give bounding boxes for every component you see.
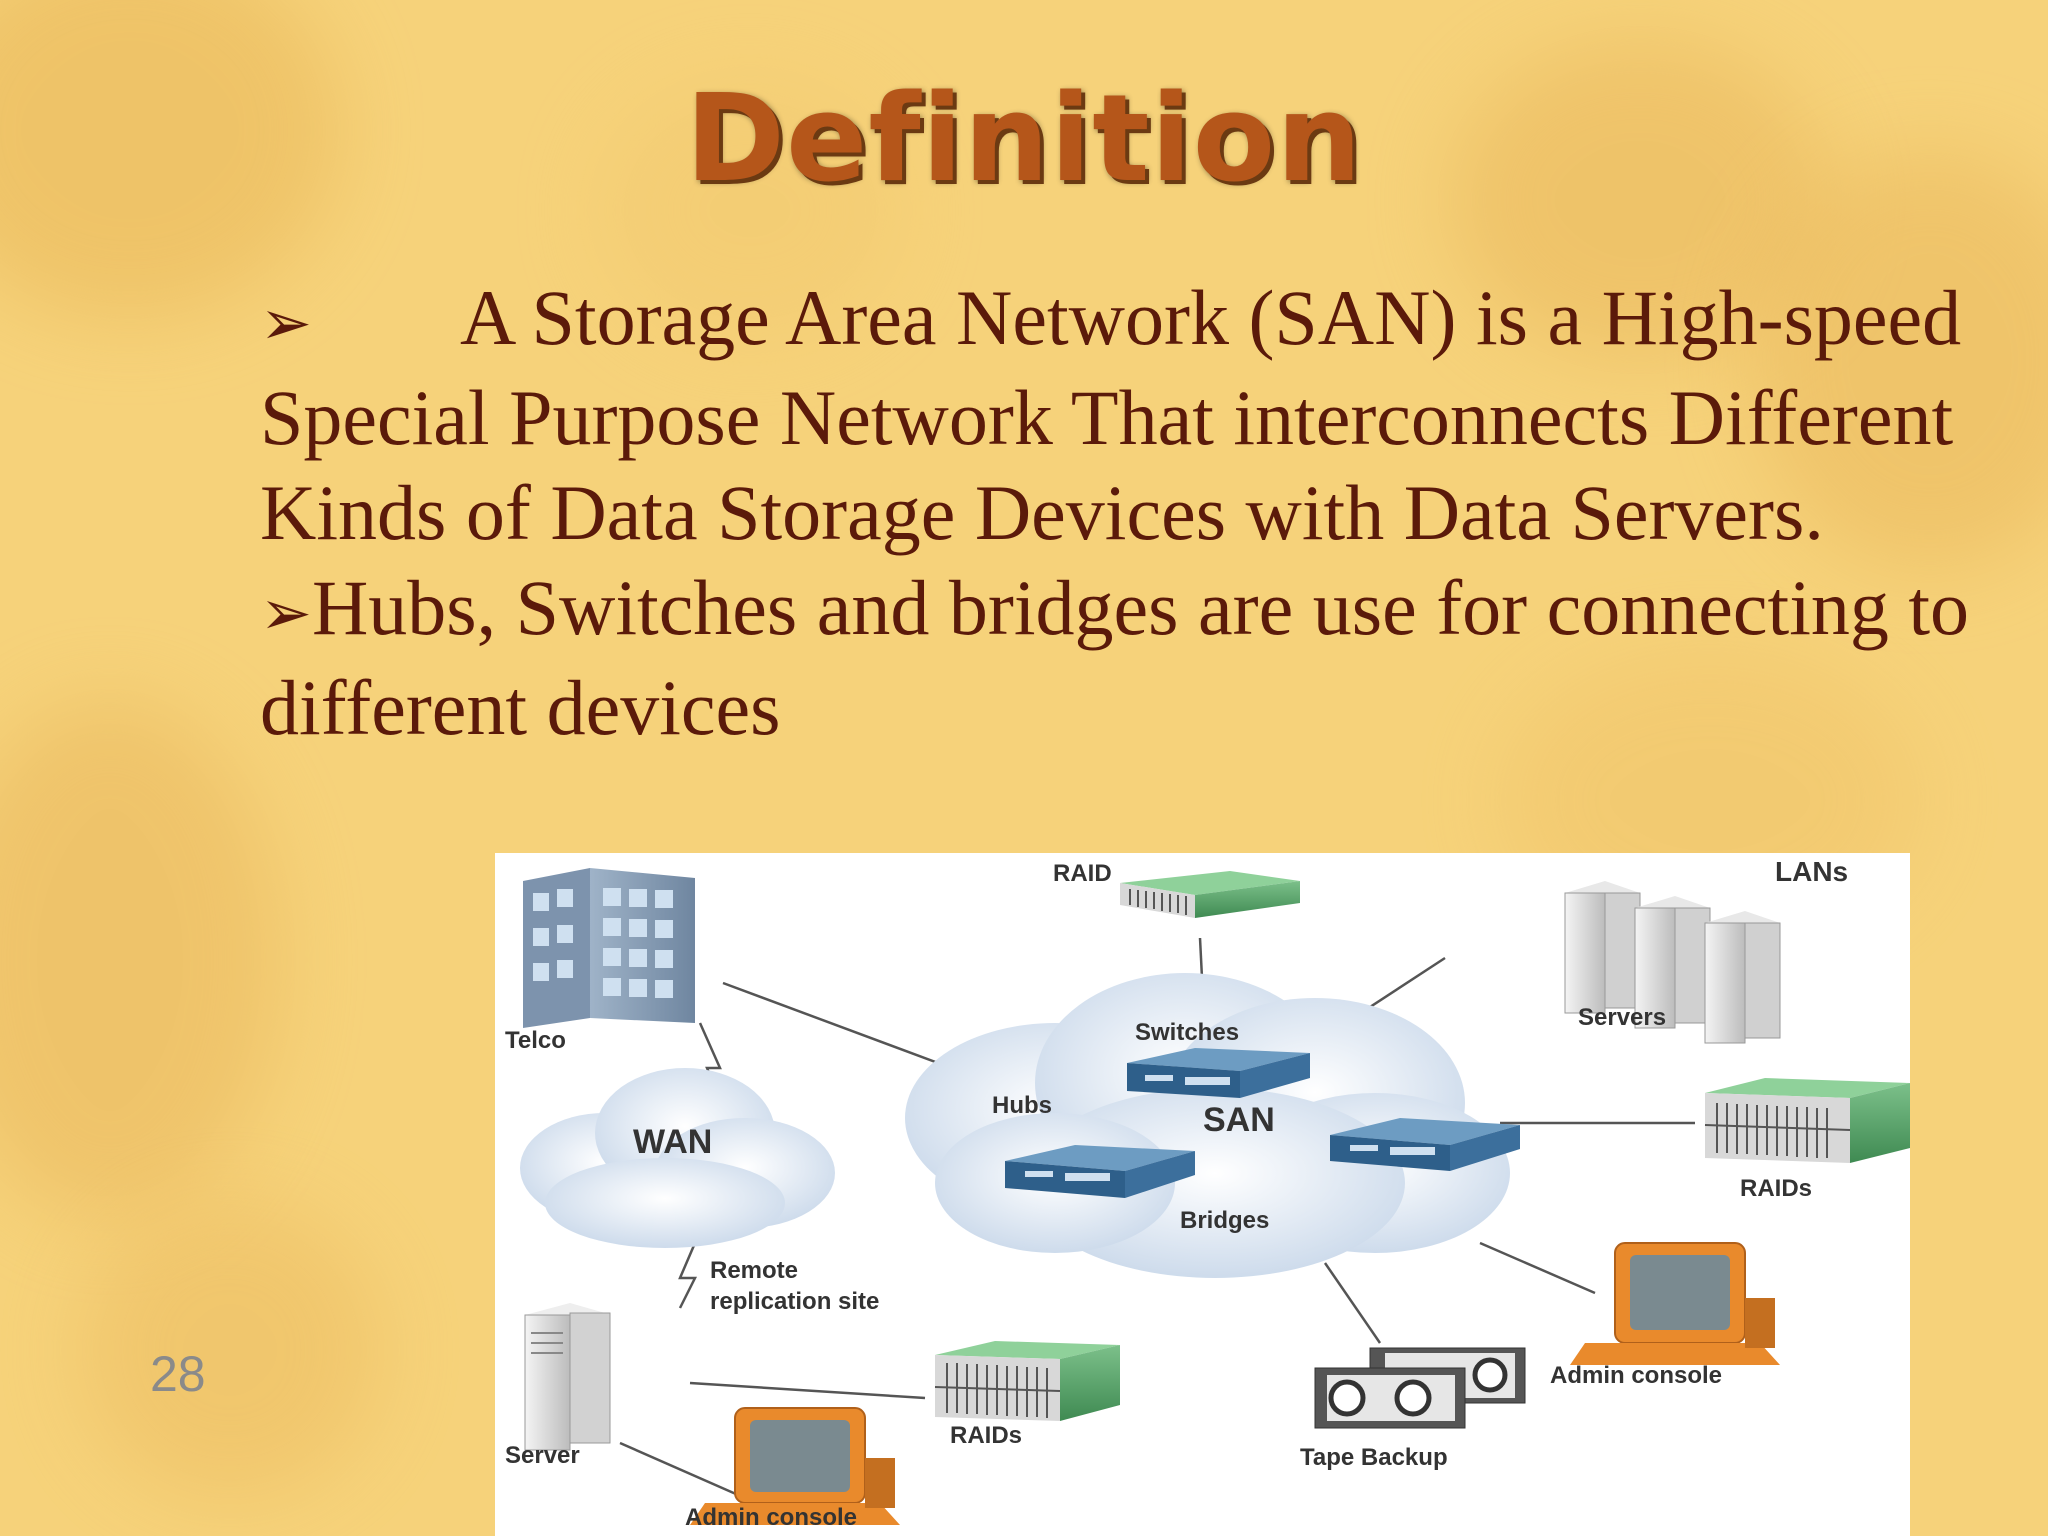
label-raids-bottom: RAIDs xyxy=(950,1422,1022,1449)
label-admin-console-bottom: Admin console xyxy=(685,1504,857,1531)
telco-building-icon xyxy=(523,868,695,1028)
raids-bottom-icon xyxy=(934,1341,1120,1421)
label-tape-backup: Tape Backup xyxy=(1300,1444,1448,1471)
switch-icon xyxy=(1127,1048,1310,1098)
label-bridges: Bridges xyxy=(1180,1207,1269,1234)
wan-cloud xyxy=(520,1068,835,1248)
raids-right-icon xyxy=(1704,1078,1910,1163)
admin-console-right-icon xyxy=(1570,1242,1780,1365)
san-diagram: RAID LANs Telco Servers Switches Hubs SA… xyxy=(495,853,1910,1536)
tape-backup-icon xyxy=(1314,1347,1526,1429)
slide-title: Definition xyxy=(685,70,1363,209)
label-telco: Telco xyxy=(505,1027,566,1054)
bridge-icon xyxy=(1330,1118,1520,1171)
arrow-bullet-icon: ➢ xyxy=(260,576,312,649)
label-hubs: Hubs xyxy=(992,1092,1052,1119)
bullet-paragraph-1: ➢A Storage Area Network (SAN) is a High-… xyxy=(260,270,2020,560)
bullet-paragraph-2: ➢Hubs, Switches and bridges are use for … xyxy=(260,560,2020,755)
label-server: Server xyxy=(505,1442,580,1469)
paragraph-2-text: Hubs, Switches and bridges are use for c… xyxy=(260,564,1970,751)
slide-body: ➢A Storage Area Network (SAN) is a High-… xyxy=(260,270,2020,755)
label-raid: RAID xyxy=(1053,860,1112,887)
label-raids-right: RAIDs xyxy=(1740,1175,1812,1202)
label-switches: Switches xyxy=(1135,1019,1239,1046)
admin-console-bottom-icon xyxy=(690,1407,900,1525)
label-replication-site: replication site xyxy=(710,1288,879,1315)
label-remote: Remote xyxy=(710,1257,798,1284)
label-san: SAN xyxy=(1203,1101,1275,1139)
server-icon xyxy=(524,1303,611,1451)
label-admin-console-right: Admin console xyxy=(1550,1362,1722,1389)
label-wan: WAN xyxy=(633,1123,712,1161)
label-lans: LANs xyxy=(1775,856,1848,887)
san-diagram-svg: RAID LANs Telco Servers Switches Hubs SA… xyxy=(505,856,1910,1531)
servers-icon xyxy=(1564,881,1781,1044)
hub-icon xyxy=(1005,1145,1195,1198)
raid-top-icon xyxy=(1120,871,1300,918)
arrow-bullet-icon: ➢ xyxy=(260,286,312,359)
label-servers: Servers xyxy=(1578,1004,1666,1031)
page-number: 28 xyxy=(150,1346,206,1402)
paragraph-1-text: A Storage Area Network (SAN) is a High-s… xyxy=(260,274,1962,556)
